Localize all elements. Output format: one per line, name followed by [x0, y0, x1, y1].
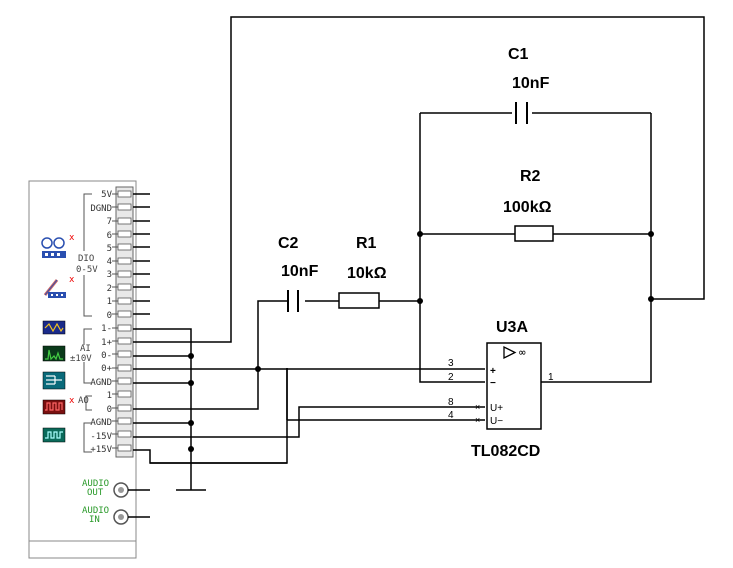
- ai-group-label: AI: [80, 344, 91, 354]
- r2-name: R2: [520, 168, 541, 185]
- pin-socket[interactable]: [117, 404, 132, 412]
- dio-pin-7[interactable]: 7: [107, 217, 112, 227]
- pin-socket[interactable]: [117, 203, 132, 211]
- pin-socket[interactable]: [117, 283, 132, 291]
- signal-icon[interactable]: [42, 427, 66, 443]
- pin-socket[interactable]: [117, 364, 132, 372]
- pin-socket[interactable]: [117, 417, 132, 425]
- opamp-x-mark-1: ×: [475, 402, 480, 412]
- power-pin-pos15v[interactable]: +15V: [90, 445, 112, 455]
- capacitor-c1[interactable]: [512, 100, 532, 126]
- word-error-mark: x: [69, 275, 75, 285]
- opamp-pin2: 2: [448, 372, 454, 383]
- dio-pin-5[interactable]: 5: [107, 244, 112, 254]
- dio-pin-3[interactable]: 3: [107, 270, 112, 280]
- ao-group-label: AO: [78, 396, 89, 406]
- dio-pin-2[interactable]: 2: [107, 284, 112, 294]
- r1-value: 10kΩ: [347, 265, 387, 282]
- opamp-pin8: 8: [448, 397, 454, 408]
- dio-pin-1[interactable]: 1: [107, 297, 112, 307]
- logic-analyzer-icon[interactable]: [41, 237, 66, 258]
- word-generator-icon[interactable]: [43, 279, 66, 298]
- pin-socket[interactable]: [117, 310, 132, 318]
- pin-socket[interactable]: [117, 324, 132, 332]
- r2-value: 100kΩ: [503, 199, 552, 216]
- pin-socket[interactable]: [117, 297, 132, 305]
- opamp-infinity-symbol: ∞: [519, 346, 526, 359]
- ai-pin-0-plus[interactable]: 0+: [101, 364, 112, 374]
- ai-pin-0-minus[interactable]: 0-: [101, 351, 112, 361]
- opamp-vminus-label: U−: [490, 416, 503, 427]
- pin-socket[interactable]: [117, 190, 132, 198]
- c2-name: C2: [278, 235, 299, 252]
- ai-pin-agnd[interactable]: AGND: [90, 378, 112, 388]
- c2-value: 10nF: [281, 263, 319, 280]
- pin-socket[interactable]: [117, 337, 132, 345]
- spectrum-icon[interactable]: [42, 345, 66, 362]
- dio-pin-0[interactable]: 0: [107, 311, 112, 321]
- dio-group-range: 0-5V: [76, 265, 98, 275]
- audio-in-label-1: AUDIO: [82, 506, 109, 516]
- opamp-pin3: 3: [448, 358, 454, 369]
- opamp-plus-sign: +: [490, 366, 496, 377]
- pin-socket[interactable]: [117, 230, 132, 238]
- audio-in-jack[interactable]: [113, 509, 129, 525]
- opamp-x-mark-2: ×: [475, 415, 480, 425]
- oscilloscope-icon[interactable]: [42, 320, 66, 335]
- opamp-pin1: 1: [548, 372, 554, 383]
- dio-pin-5v[interactable]: 5V: [101, 190, 112, 200]
- ai-group-range: ±10V: [70, 354, 92, 364]
- audio-in-label-2: IN: [89, 515, 100, 525]
- dio-pin-4[interactable]: 4: [107, 257, 112, 267]
- audio-out-label-1: AUDIO: [82, 479, 109, 489]
- opamp-pin4: 4: [448, 410, 454, 421]
- pin-stubs: [133, 193, 150, 315]
- pin-socket[interactable]: [117, 217, 132, 225]
- pin-socket[interactable]: [117, 444, 132, 452]
- pin-socket[interactable]: [117, 257, 132, 265]
- pin-socket[interactable]: [117, 243, 132, 251]
- u3a-part: TL082CD: [471, 443, 540, 460]
- r1-name: R1: [356, 235, 377, 252]
- pin-socket[interactable]: [117, 350, 132, 358]
- function-generator-icon[interactable]: [42, 399, 66, 415]
- dio-pin-dgnd[interactable]: DGND: [90, 204, 112, 214]
- bode-plotter-icon[interactable]: [42, 371, 66, 390]
- opamp-u3a[interactable]: [486, 342, 542, 430]
- daq-panel: 5V DGND 7 6 5 4 3 2 1 0 1- 1+ 0- 0+ AGND…: [28, 180, 150, 559]
- power-pin-agnd[interactable]: AGND: [90, 418, 112, 428]
- wires: [133, 16, 705, 491]
- group-brackets: [83, 193, 92, 453]
- c1-name: C1: [508, 46, 529, 63]
- pin-socket[interactable]: [117, 377, 132, 385]
- power-pin-neg15v[interactable]: -15V: [90, 432, 112, 442]
- pin-socket[interactable]: [117, 390, 132, 398]
- dio-group-label: DIO: [78, 254, 94, 264]
- audio-out-jack[interactable]: [113, 482, 129, 498]
- junctions: [188, 231, 654, 452]
- ao-pin-0[interactable]: 0: [107, 405, 112, 415]
- opamp-minus-sign: −: [490, 378, 496, 389]
- ao-error-mark: x: [69, 396, 75, 406]
- pin-socket[interactable]: [117, 270, 132, 278]
- dio-pin-6[interactable]: 6: [107, 231, 112, 241]
- opamp-vplus-label: U+: [490, 403, 503, 414]
- pin-socket[interactable]: [117, 430, 132, 438]
- resistor-r2[interactable]: [514, 225, 554, 242]
- dio-error-mark: x: [69, 233, 75, 243]
- ao-pin-1[interactable]: 1: [107, 391, 112, 401]
- c1-value: 10nF: [512, 75, 550, 92]
- u3a-name: U3A: [496, 319, 528, 336]
- resistor-r1[interactable]: [338, 292, 380, 309]
- audio-out-label-2: OUT: [87, 488, 104, 498]
- ai-pin-1-plus[interactable]: 1+: [101, 338, 112, 348]
- pin-sockets: [112, 190, 132, 452]
- ai-pin-1-minus[interactable]: 1-: [101, 324, 112, 334]
